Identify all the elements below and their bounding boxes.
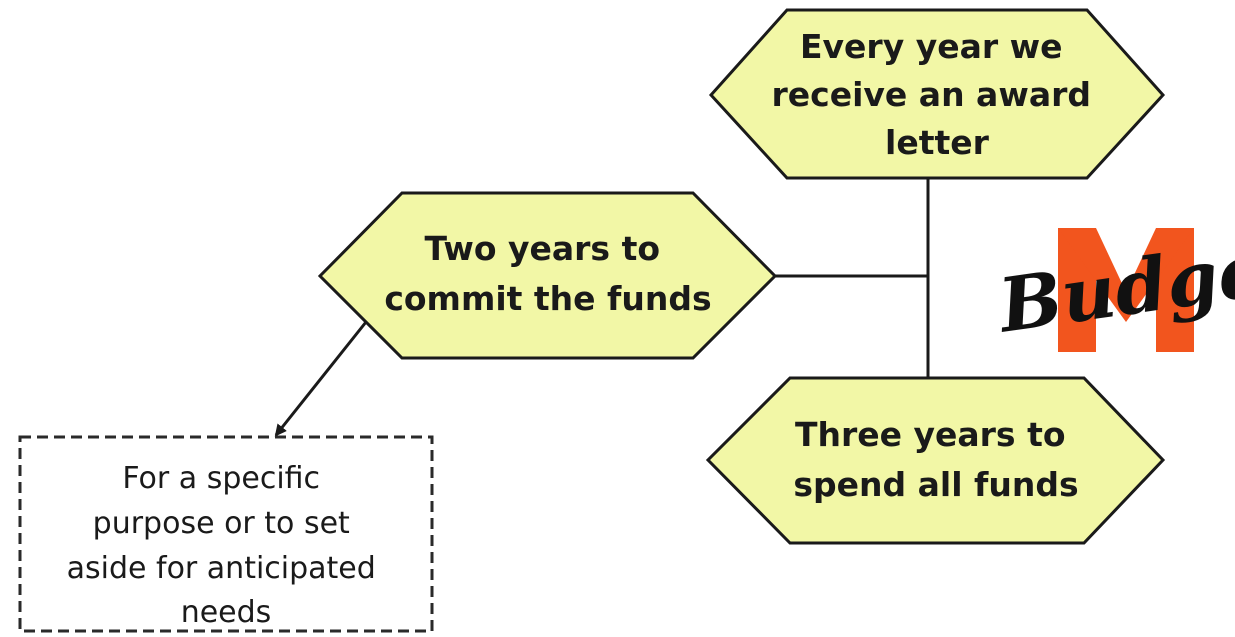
connectors <box>274 178 930 437</box>
budget-m-logo-icon: Budget <box>992 222 1235 352</box>
purpose-line-1: For a specific <box>122 461 320 496</box>
hexagon-award-text: Every year we receive an award letter <box>772 27 1103 162</box>
hexagon-award-letter: Every year we receive an award letter <box>708 8 1166 180</box>
spend-line-2: spend all funds <box>793 465 1078 504</box>
award-line-3: letter <box>885 123 990 162</box>
hexagon-spend-funds: Three years to spend all funds <box>705 376 1166 545</box>
award-line-1: Every year we <box>800 27 1063 66</box>
hexagon-commit-text: Two years to commit the funds <box>384 229 711 318</box>
hexagon-spend-text: Three years to spend all funds <box>793 415 1078 504</box>
purpose-line-2: purpose or to set <box>93 506 350 541</box>
spend-line-1: Three years to <box>795 415 1066 454</box>
box-purpose-text: For a specific purpose or to set aside f… <box>67 461 386 630</box>
hexagon-commit-funds: Two years to commit the funds <box>317 191 778 360</box>
box-specific-purpose: For a specific purpose or to set aside f… <box>18 435 434 633</box>
connector-commit-to-purpose-arrow <box>274 321 368 437</box>
commit-line-1: Two years to <box>424 229 660 268</box>
commit-line-2: commit the funds <box>384 279 711 318</box>
purpose-line-3: aside for anticipated <box>67 551 376 586</box>
purpose-line-4: needs <box>181 595 272 630</box>
logo-budget-text: Budget <box>992 222 1235 349</box>
award-line-2: receive an award <box>772 75 1091 114</box>
